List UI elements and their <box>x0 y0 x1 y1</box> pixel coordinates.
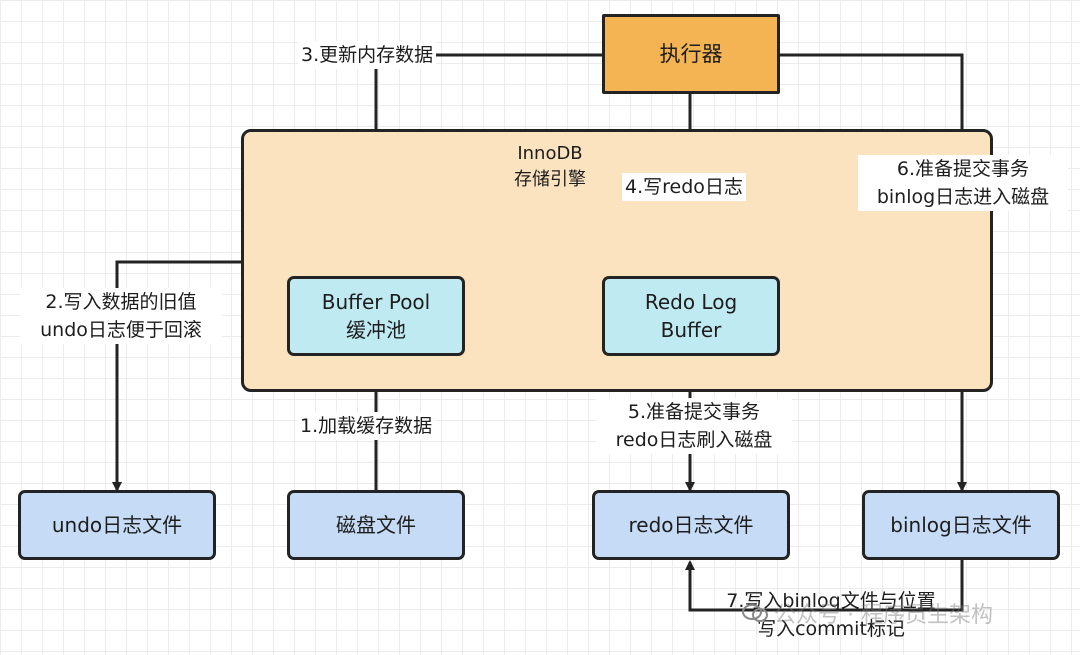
step-7-label: 7.写入binlog文件与位置 写入commit标记 <box>700 587 962 643</box>
step-5-line2: redo日志刷入磁盘 <box>615 429 773 451</box>
innodb-title: InnoDB 存储引擎 <box>480 141 620 193</box>
redo-log-file-box[interactable]: redo日志文件 <box>592 490 790 560</box>
step-1-text: 1.加载缓存数据 <box>300 415 433 437</box>
disk-file-label: 磁盘文件 <box>336 513 416 537</box>
buffer-pool-line2: 缓冲池 <box>346 318 406 342</box>
step-6-label: 6.准备提交事务 binlog日志进入磁盘 <box>858 155 1068 211</box>
arrow-commit-mark <box>685 560 964 612</box>
step-6-line1: 6.准备提交事务 <box>896 158 1030 180</box>
step-2-label: 2.写入数据的旧值 undo日志便于回滚 <box>20 288 222 344</box>
undo-log-file-label: undo日志文件 <box>51 513 183 537</box>
buffer-pool-line1: Buffer Pool <box>321 290 431 314</box>
innodb-title-line1: InnoDB <box>517 143 583 164</box>
binlog-file-label: binlog日志文件 <box>890 513 1032 537</box>
step-4-text: 4.写redo日志 <box>625 176 743 198</box>
redo-log-file-label: redo日志文件 <box>628 513 754 537</box>
redo-log-buffer-line2: Buffer <box>660 318 722 342</box>
step-5-label: 5.准备提交事务 redo日志刷入磁盘 <box>596 398 792 454</box>
step-3-label: 3.更新内存数据 <box>298 41 437 69</box>
executor-label: 执行器 <box>659 42 723 66</box>
step-2-line1: 2.写入数据的旧值 <box>45 291 197 313</box>
redo-log-buffer-line1: Redo Log <box>644 290 738 314</box>
step-3-text: 3.更新内存数据 <box>301 44 434 66</box>
watermark-text: 公众号 · 程序员生架构 <box>774 603 993 628</box>
executor-box[interactable]: 执行器 <box>602 14 780 94</box>
binlog-file-box[interactable]: binlog日志文件 <box>862 490 1060 560</box>
step-6-line2: binlog日志进入磁盘 <box>876 186 1050 208</box>
step-5-line1: 5.准备提交事务 <box>627 401 761 423</box>
step-4-label: 4.写redo日志 <box>622 173 746 201</box>
step-1-label: 1.加载缓存数据 <box>297 412 436 440</box>
arrow-write-undo <box>112 260 241 492</box>
step-2-line2: undo日志便于回滚 <box>40 319 202 341</box>
redo-log-buffer-box[interactable]: Redo Log Buffer <box>602 276 780 356</box>
disk-file-box[interactable]: 磁盘文件 <box>287 490 465 560</box>
step-7-line1: 7.写入binlog文件与位置 <box>726 590 936 612</box>
innodb-title-line2: 存储引擎 <box>514 169 586 190</box>
buffer-pool-box[interactable]: Buffer Pool 缓冲池 <box>287 276 465 356</box>
step-7-line2: 写入commit标记 <box>757 618 905 640</box>
wechat-icon <box>742 604 768 622</box>
watermark: 公众号 · 程序员生架构 <box>742 597 993 629</box>
undo-log-file-box[interactable]: undo日志文件 <box>18 490 216 560</box>
